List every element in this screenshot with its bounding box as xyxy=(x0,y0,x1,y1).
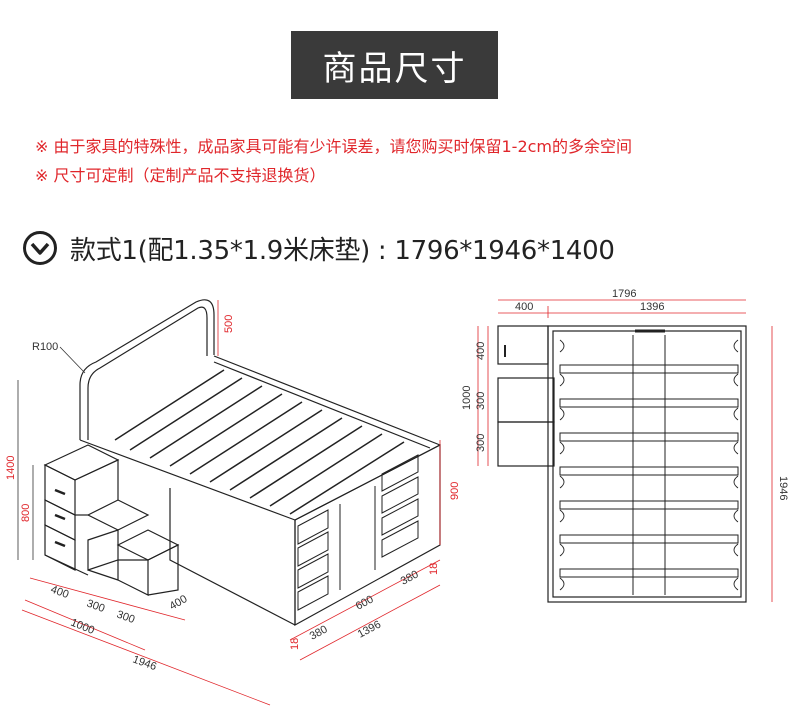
plan-dim-300a: 300 xyxy=(475,392,487,410)
plan-dim-steps: 400 xyxy=(515,301,533,313)
plan-dim-400: 400 xyxy=(475,342,487,360)
plan-dim-bed: 1396 xyxy=(640,301,664,313)
plan-slats xyxy=(559,335,739,595)
dim-steps-300b: 300 xyxy=(115,609,136,627)
plan-dim-length: 1946 xyxy=(777,476,789,500)
plan-dim-1000: 1000 xyxy=(461,386,473,410)
note-custom: ※ 尺寸可定制（定制产品不支持退换货） xyxy=(35,166,326,185)
headboard xyxy=(79,299,215,440)
dim-steps-400b: 400 xyxy=(168,593,190,613)
dim-total-height: 1400 xyxy=(5,456,17,480)
step-cabinet xyxy=(43,444,180,596)
dim-radius: R100 xyxy=(32,341,58,353)
dim-steps-400a: 400 xyxy=(49,584,70,602)
plan-dim-width: 1796 xyxy=(612,288,636,300)
style-label: 款式1(配1.35*1.9米床垫) : 1796*1946*1400 xyxy=(70,235,615,266)
dim-steps-height: 800 xyxy=(20,504,32,522)
dim-steps-300a: 300 xyxy=(85,598,106,616)
style-heading: 款式1(配1.35*1.9米床垫) : 1796*1946*1400 xyxy=(22,228,615,268)
bed-drawers xyxy=(297,454,419,611)
note-tolerance: ※ 由于家具的特殊性，成品家具可能有少许误差，请您购买时保留1-2cm的多余空间 xyxy=(35,137,633,156)
dim-side-height: 900 xyxy=(449,482,461,500)
plan-view xyxy=(497,325,747,603)
dim-steps-1000: 1000 xyxy=(69,617,96,637)
dim-base-380a: 380 xyxy=(308,623,330,642)
plan-dimensions xyxy=(477,299,773,602)
page-title: 商品尺寸 xyxy=(291,31,498,99)
plan-dim-300b: 300 xyxy=(475,434,487,452)
chevron-down-circle-icon xyxy=(23,231,57,265)
isometric-view xyxy=(43,299,441,627)
dim-base-1396: 1396 xyxy=(356,619,383,641)
dim-base-18a: 18 xyxy=(289,638,301,650)
iso-dimensions: R100 500 1400 800 900 400 300 300 400 10… xyxy=(5,300,461,706)
dim-base-380b: 380 xyxy=(399,568,421,587)
dim-headboard: 500 xyxy=(223,315,235,333)
plan-clips xyxy=(559,339,739,591)
dim-total-length: 1946 xyxy=(131,654,158,674)
dim-base-18b: 18 xyxy=(428,563,440,575)
bed-slats xyxy=(114,369,405,515)
